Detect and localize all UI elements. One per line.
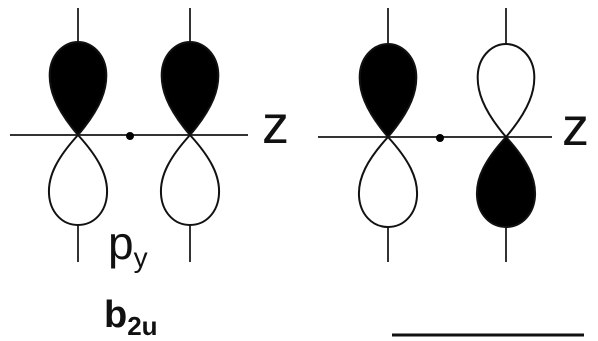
left-z-axis-text: z [262,95,289,155]
left-orbital-pair [10,8,248,262]
right-z-axis-text: z [562,97,589,157]
right-atom1-lower-lobe-unshaded [357,135,419,229]
right-atom2-lower-lobe-shaded [475,135,537,229]
symmetry-main: b [104,294,128,336]
left-atom1-lower-lobe-unshaded [47,133,109,227]
left-inversion-center [126,132,134,140]
right-atom1-upper-lobe-shaded [358,42,418,139]
left-atom1-upper-lobe-shaded [48,40,108,137]
py-orbital-label: py [108,220,148,272]
left-atom2-lower-lobe-unshaded [159,133,221,227]
orbital-subscript: y [133,242,148,273]
right-inversion-center [436,134,444,142]
right-z-axis-label: z [562,100,589,154]
b2u-symmetry-label: b2u [104,296,158,339]
left-atom2-upper-lobe-shaded [160,40,220,137]
right-atom2-upper-lobe-unshaded [476,42,536,139]
symmetry-subscript: 2u [127,311,158,341]
left-z-axis-label: z [262,98,289,152]
right-orbital-pair [318,8,552,262]
orbital-main: p [108,217,134,269]
